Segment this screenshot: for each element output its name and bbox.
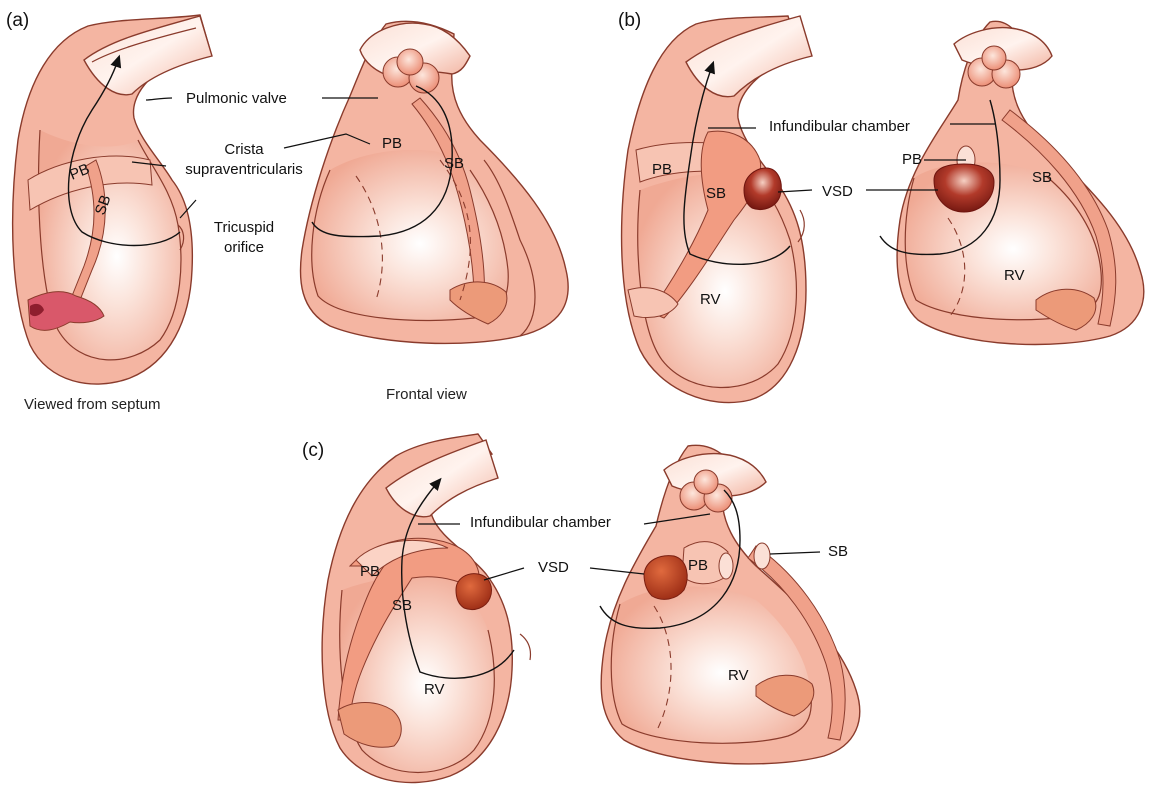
panel-c-septal-view <box>322 434 530 783</box>
panel-c-letter: (c) <box>302 440 324 461</box>
panel-a-crista-label-line1: Crista <box>224 141 264 158</box>
panel-a-crista-label-line2: supraventricularis <box>185 161 303 178</box>
panel-a-frontal-view <box>300 21 568 343</box>
panel-c-right-sb-label: SB <box>828 543 848 560</box>
panel-c-left-rv-label: RV <box>424 681 445 698</box>
panel-b-letter: (b) <box>618 10 641 31</box>
panel-b-infundibular-label: Infundibular chamber <box>769 118 910 135</box>
panel-c-vsd-label: VSD <box>538 559 569 576</box>
panel-b-frontal-view <box>880 21 1144 344</box>
panel-b-left-pb-label: PB <box>652 161 672 178</box>
panel-c-frontal-view <box>600 445 860 764</box>
panel-b-vsd-label: VSD <box>822 183 853 200</box>
panel-a-right-sb-label: SB <box>444 155 464 172</box>
panel-c-right-pb-label: PB <box>688 557 708 574</box>
panel-c: (c) PB SB RV <box>302 434 860 783</box>
panel-b-left-sb-label: SB <box>706 185 726 202</box>
panel-b-septal-view <box>622 16 812 403</box>
panel-c-infundibular-label: Infundibular chamber <box>470 514 611 531</box>
panel-b-right-sb-label: SB <box>1032 169 1052 186</box>
panel-c-sb-leader <box>770 552 820 554</box>
panel-b-right-pb-label: PB <box>902 151 922 168</box>
panel-c-left-pb-label: PB <box>360 563 380 580</box>
panel-a-right-pb-label: PB <box>382 135 402 152</box>
panel-a-caption-septal: Viewed from septum <box>24 396 160 413</box>
panel-a-pulmonic-valve-label: Pulmonic valve <box>186 90 287 107</box>
panel-c-vsd-leader-left <box>484 568 524 580</box>
panel-b: (b) PB SB RV <box>618 10 1144 403</box>
panel-a-tricuspid-label-line2: orifice <box>224 239 264 256</box>
panel-a-caption-frontal: Frontal view <box>386 386 467 403</box>
panel-c-right-rv-label: RV <box>728 667 749 684</box>
panel-a-letter: (a) <box>6 10 29 31</box>
panel-a: (a) PB SB <box>6 10 568 413</box>
panel-b-left-rv-label: RV <box>700 291 721 308</box>
panel-b-right-rv-label: RV <box>1004 267 1025 284</box>
panel-c-left-sb-label: SB <box>392 597 412 614</box>
panel-a-tricuspid-label-line1: Tricuspid <box>214 219 274 236</box>
